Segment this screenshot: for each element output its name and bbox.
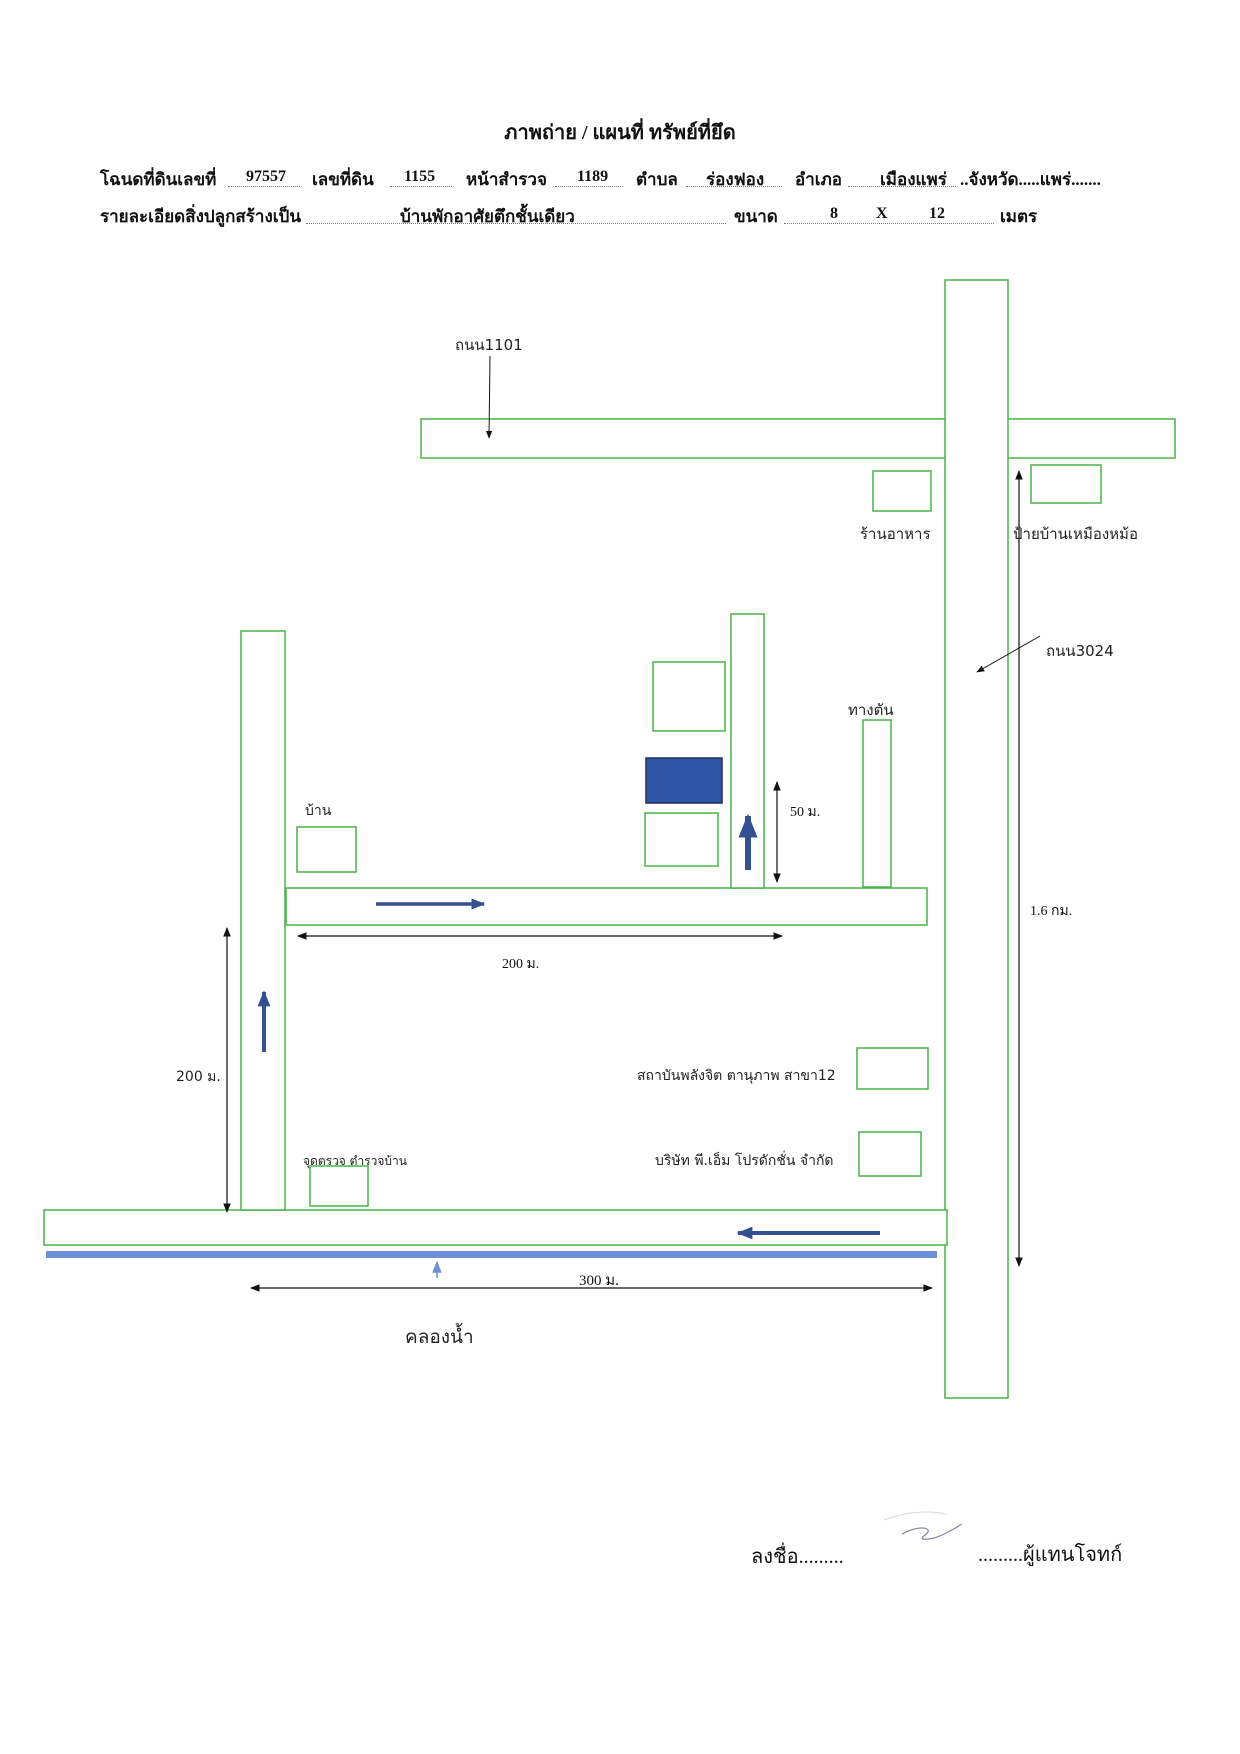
dotted-line [390, 186, 452, 187]
company-label: บริษัท พี.เอ็ม โปรดักชั่น จำกัด [655, 1153, 834, 1169]
company-box [858, 1131, 922, 1177]
house-box [296, 826, 357, 873]
distance-1-6km-label: 1.6 กม. [1030, 904, 1073, 919]
survey-page-number: 1189 [577, 168, 609, 185]
road-middle [285, 887, 928, 926]
dotted-line [686, 186, 782, 187]
restaurant-label: ร้านอาหาร [860, 525, 931, 543]
police-post-box [309, 1165, 369, 1207]
district-label: อำเภอ [795, 170, 842, 189]
road-3024-pointer-arrow [976, 635, 1041, 673]
canal-label: คลองน้ำ [405, 1326, 474, 1348]
neighbor-building-bottom [644, 812, 719, 867]
signature-mark [901, 1523, 963, 1540]
land-number: 1155 [404, 168, 436, 185]
road-left-vertical [240, 630, 286, 1211]
deed-number: 97557 [246, 168, 286, 185]
neighbor-building-top [652, 661, 726, 732]
size-width: 8 [830, 205, 838, 222]
dotted-line [306, 223, 726, 224]
canal-line [46, 1251, 937, 1258]
road-1101-pointer-arrow [485, 355, 493, 439]
size-label: ขนาด [734, 207, 778, 226]
distance-200m-vertical-label: 200 ม. [176, 1069, 221, 1085]
land-no-label: เลขที่ดิน [312, 170, 374, 189]
district-value: เมืองแพร่ [880, 170, 947, 189]
institute-box [856, 1047, 929, 1090]
subdistrict-value: ร่องฟอง [706, 170, 765, 189]
road-1101-text: ถนน1101 [455, 336, 523, 354]
village-sign-box [1030, 464, 1102, 504]
survey-page-label: หน้าสำรวจ [466, 170, 547, 189]
village-sign-label: ป้ายบ้านเหมืองหม้อ [1013, 525, 1138, 543]
dead-end-lane [862, 719, 892, 888]
size-times: X [876, 205, 888, 222]
road-1101 [420, 418, 1176, 459]
document-title: ภาพถ่าย / แผนที่ ทรัพย์ที่ยึด [504, 122, 736, 144]
road-3024 [944, 279, 1009, 1399]
size-unit: เมตร [1000, 207, 1038, 226]
dotted-line [784, 223, 994, 224]
distance-50m-label: 50 ม. [790, 805, 821, 820]
dead-end-label: ทางตัน [848, 701, 894, 719]
building-label: รายละเอียดสิ่งปลูกสร้างเป็น [100, 207, 301, 226]
restaurant-box [872, 470, 932, 512]
dotted-line [228, 186, 300, 187]
target-property [645, 757, 723, 804]
province-text: ..จังหวัด.....แพร่....... [960, 170, 1101, 189]
deed-label: โฉนดที่ดินเลขที่ [100, 170, 217, 189]
signature-mark-faint [883, 1511, 947, 1521]
building-value: บ้านพักอาศัยตึกชั้นเดียว [400, 207, 575, 226]
police-post-label: จุดตรวจ ตำรวจบ้าน [303, 1154, 407, 1168]
road-1101-label: ถนน1101 [455, 333, 523, 357]
signature-label-right: .........ผู้แทนโจทก์ [978, 1544, 1123, 1566]
road-3024-label: ถนน3024 [1046, 642, 1114, 660]
dotted-line [848, 186, 956, 187]
distance-300m-label: 300 ม. [579, 1273, 619, 1289]
institute-label: สถาบันพลังจิต ตานุภาพ สาขา12 [637, 1068, 836, 1084]
signature-label-left: ลงชื่อ......... [751, 1546, 844, 1568]
house-label: บ้าน [305, 803, 332, 819]
distance-200m-horizontal-label: 200 ม. [502, 957, 540, 972]
road-bottom [43, 1209, 948, 1246]
size-length: 12 [929, 205, 945, 222]
dotted-line [555, 186, 623, 187]
subdistrict-label: ตำบล [636, 170, 678, 189]
